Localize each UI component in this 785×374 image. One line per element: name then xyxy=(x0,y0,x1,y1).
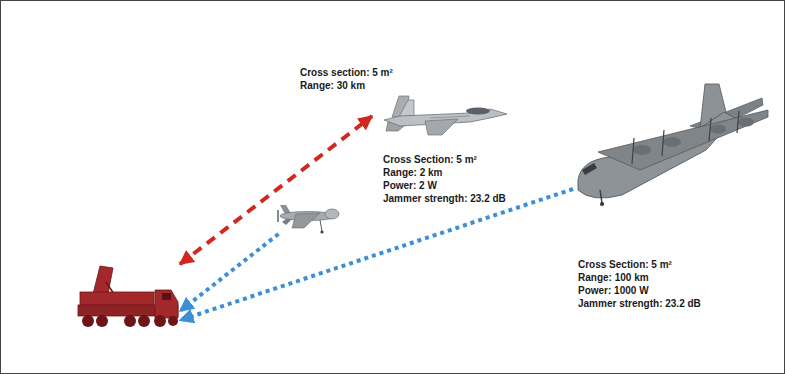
spec-text: Power: 1000 W xyxy=(578,284,701,297)
spec-list: Cross Section: 5 m²Range: 2 kmPower: 2 W… xyxy=(383,153,506,205)
fighter-jet-node: Cross section: 5 m²Range: 30 km xyxy=(372,92,507,137)
radar-node xyxy=(72,262,180,334)
transport-node: Cross Section: 5 m²Range: 100 kmPower: 1… xyxy=(573,82,768,205)
spec-list: Cross section: 5 m²Range: 30 km xyxy=(300,66,393,92)
spec-text: Jammer strength: 23.2 dB xyxy=(578,297,701,310)
spec-list: Cross Section: 5 m²Range: 100 kmPower: 1… xyxy=(578,258,701,310)
spec-text: Range: 2 km xyxy=(383,166,506,179)
spec-text: Power: 2 W xyxy=(383,179,506,192)
spec-text: Cross Section: 5 m² xyxy=(383,153,506,166)
spec-text: Range: 100 km xyxy=(578,271,701,284)
fighter-jet xyxy=(384,96,507,135)
spec-text: Range: 30 km xyxy=(300,79,393,92)
signal-arrow xyxy=(180,234,279,311)
drone xyxy=(278,205,339,234)
radar-truck xyxy=(78,266,178,327)
spec-text: Cross Section: 5 m² xyxy=(578,258,701,271)
drone-node: Cross Section: 5 m²Range: 2 kmPower: 2 W… xyxy=(275,198,340,234)
signal-arrow xyxy=(180,116,372,264)
spec-text: Cross section: 5 m² xyxy=(300,66,393,79)
signal-arrow xyxy=(180,189,573,320)
spec-text: Jammer strength: 23.2 dB xyxy=(383,192,506,205)
transport-aircraft xyxy=(578,84,768,206)
